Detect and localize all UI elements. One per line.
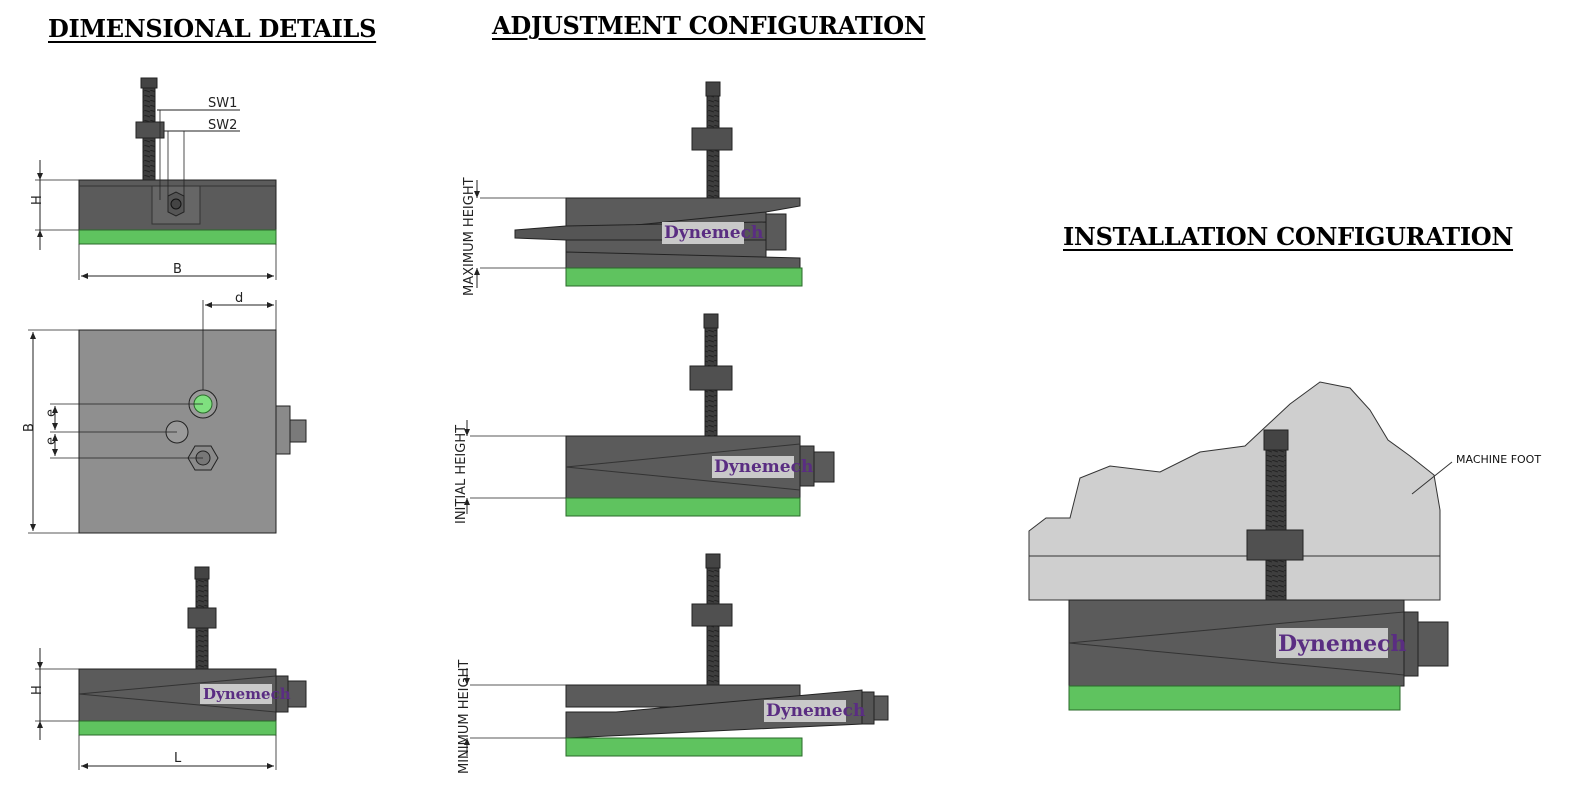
brand-logo-side: Dynemech xyxy=(203,685,291,703)
h-label-top: H xyxy=(30,195,45,205)
b-label-side: B xyxy=(22,423,37,432)
installation-configuration-heading: INSTALLATION CONFIGURATION xyxy=(1063,222,1514,251)
adjustment-configuration-heading: ADJUSTMENT CONFIGURATION xyxy=(492,11,926,40)
plan-view-drawing xyxy=(28,300,307,534)
initial-height-label: INITIAL HEIGHT xyxy=(454,425,469,524)
e-label-2: e xyxy=(44,437,59,445)
sw2-label: SW2 xyxy=(208,118,237,133)
h-label-bottom: H xyxy=(30,685,45,695)
maximum-height-label: MAXIMUM HEIGHT xyxy=(462,177,477,296)
brand-logo-install: Dynemech xyxy=(1278,631,1407,657)
machine-foot-label: MACHINE FOOT xyxy=(1456,453,1541,466)
minimum-height-drawing xyxy=(464,553,889,757)
brand-logo-min: Dynemech xyxy=(766,701,865,721)
maximum-height-drawing xyxy=(474,81,803,288)
front-view-drawing xyxy=(35,77,277,280)
b-label-bottom: B xyxy=(173,262,182,277)
brand-logo-max: Dynemech xyxy=(664,223,763,243)
d-label: d xyxy=(235,291,243,306)
sw1-label: SW1 xyxy=(208,96,237,111)
installation-drawing xyxy=(1028,381,1453,711)
initial-height-drawing xyxy=(464,313,835,517)
dimensional-details-heading: DIMENSIONAL DETAILS xyxy=(48,14,377,43)
minimum-height-label: MINIMUM HEIGHT xyxy=(457,660,472,774)
e-label-1: e xyxy=(44,409,59,417)
side-view-drawing xyxy=(35,566,307,770)
brand-logo-initial: Dynemech xyxy=(714,457,813,477)
l-label: L xyxy=(174,751,182,766)
